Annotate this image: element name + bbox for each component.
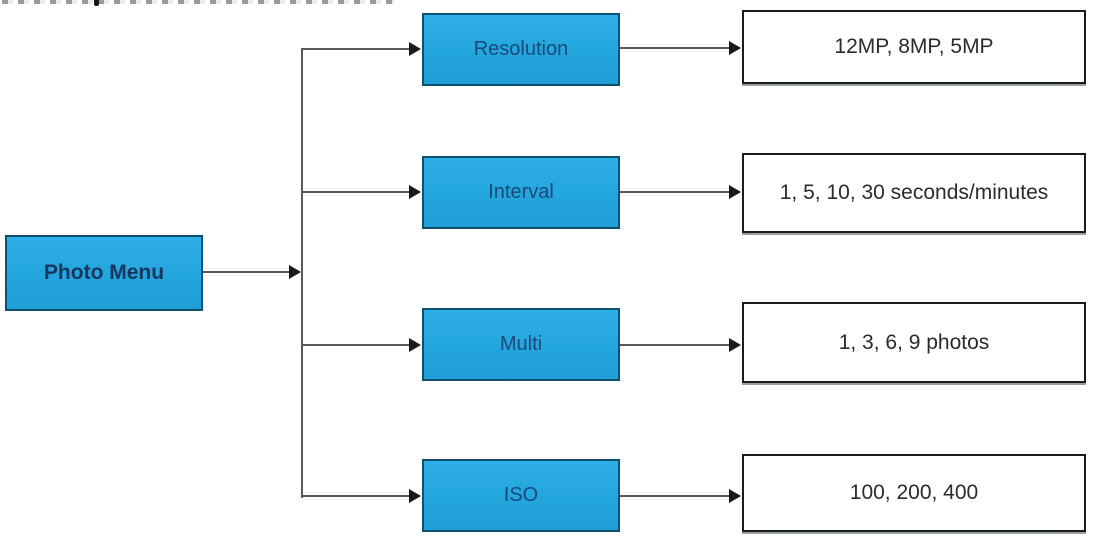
- options-multi-text: 1, 3, 6, 9 photos: [838, 330, 990, 354]
- connector-spine: [301, 48, 303, 498]
- cropped-text-artifact-mark: [94, 0, 99, 6]
- connector-spine-to-resolution: [302, 48, 410, 50]
- connector-resolution-to-options: [620, 47, 730, 49]
- node-multi-label: Multi: [499, 333, 543, 355]
- node-iso: ISO: [422, 459, 620, 532]
- connector-iso-to-options: [620, 495, 730, 497]
- arrowhead-interval-options-icon: [729, 185, 741, 199]
- node-interval-label: Interval: [488, 181, 554, 203]
- arrowhead-root-icon: [289, 265, 301, 279]
- cropped-text-artifact: [2, 0, 394, 4]
- node-multi: Multi: [422, 308, 620, 381]
- connector-spine-to-multi: [302, 344, 410, 346]
- options-interval-text: 1, 5, 10, 30 seconds/minutes: [779, 181, 1049, 204]
- node-resolution: Resolution: [422, 13, 620, 86]
- node-interval: Interval: [422, 156, 620, 229]
- arrowhead-multi-options-icon: [729, 338, 741, 352]
- node-photo-menu-label: Photo Menu: [43, 261, 165, 284]
- node-iso-label: ISO: [503, 484, 539, 506]
- connector-spine-to-interval: [302, 191, 410, 193]
- options-interval: 1, 5, 10, 30 seconds/minutes: [742, 153, 1086, 233]
- arrowhead-interval-icon: [409, 185, 421, 199]
- connector-root-to-spine: [203, 271, 290, 273]
- connector-multi-to-options: [620, 344, 730, 346]
- node-photo-menu: Photo Menu: [5, 235, 203, 311]
- options-resolution-text: 12MP, 8MP, 5MP: [834, 35, 994, 58]
- connector-interval-to-options: [620, 191, 730, 193]
- options-iso: 100, 200, 400: [742, 454, 1086, 532]
- arrowhead-multi-icon: [409, 338, 421, 352]
- options-multi: 1, 3, 6, 9 photos: [742, 302, 1086, 383]
- arrowhead-resolution-icon: [409, 42, 421, 56]
- connector-spine-to-iso: [302, 495, 410, 497]
- node-resolution-label: Resolution: [473, 38, 569, 60]
- arrowhead-iso-options-icon: [729, 489, 741, 503]
- arrowhead-iso-icon: [409, 489, 421, 503]
- options-iso-text: 100, 200, 400: [849, 481, 979, 504]
- options-resolution: 12MP, 8MP, 5MP: [742, 10, 1086, 84]
- arrowhead-resolution-options-icon: [729, 41, 741, 55]
